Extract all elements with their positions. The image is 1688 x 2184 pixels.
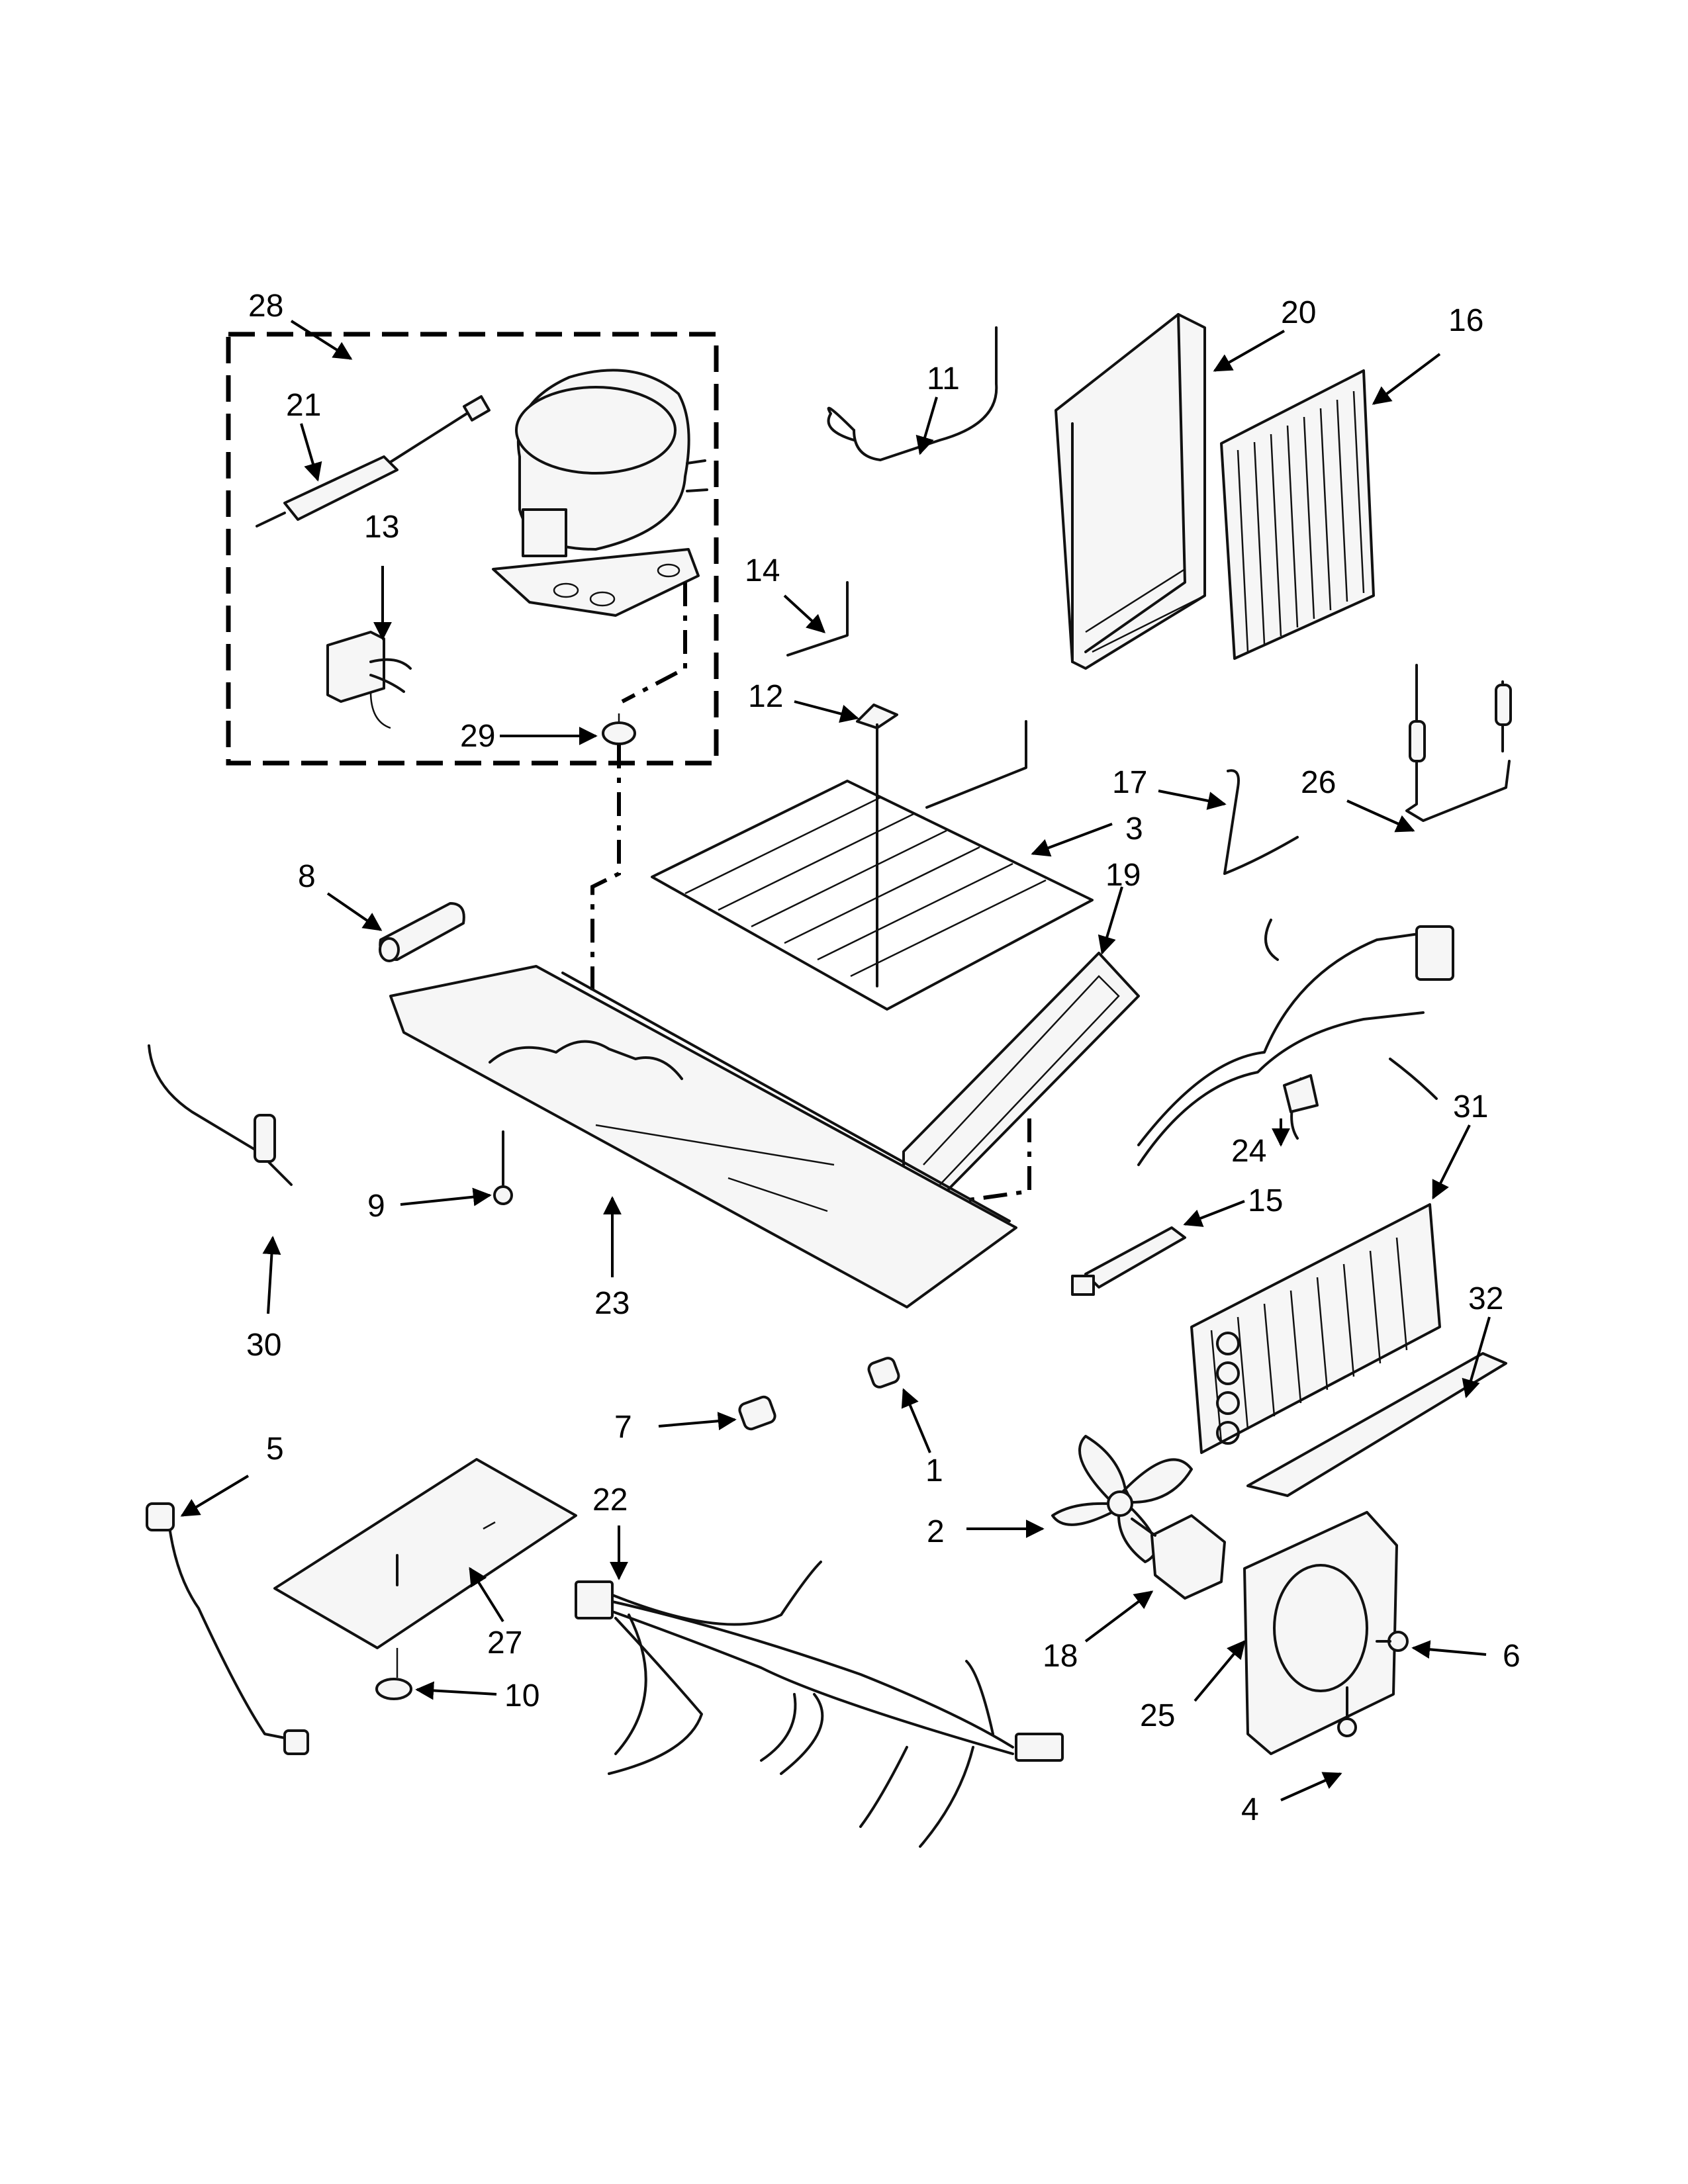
callout-5: 5 bbox=[266, 1432, 284, 1467]
callout-8: 8 bbox=[298, 859, 316, 894]
callout-31: 31 bbox=[1453, 1089, 1488, 1124]
callout-16: 16 bbox=[1448, 303, 1483, 338]
screw-4-part bbox=[1337, 1686, 1357, 1737]
callout-27: 27 bbox=[487, 1625, 522, 1661]
callout-12: 12 bbox=[748, 679, 783, 714]
screw-6-part bbox=[1376, 1631, 1409, 1652]
callout-26: 26 bbox=[1301, 765, 1336, 800]
cable-tie-part bbox=[1071, 1226, 1186, 1296]
callout-2: 2 bbox=[927, 1514, 945, 1549]
bushing-part bbox=[867, 1357, 900, 1388]
callout-10: 10 bbox=[504, 1678, 539, 1713]
power-cord-harness-part bbox=[1137, 919, 1454, 1166]
callout-6: 6 bbox=[1503, 1639, 1521, 1674]
dash-line-compressor bbox=[621, 582, 687, 704]
start-relay-part bbox=[326, 631, 412, 729]
callout-32: 32 bbox=[1468, 1281, 1503, 1316]
callout-21: 21 bbox=[286, 388, 321, 423]
callout-15: 15 bbox=[1248, 1183, 1283, 1218]
thermistor-part bbox=[148, 1044, 293, 1186]
tube-part bbox=[786, 581, 849, 657]
callout-20: 20 bbox=[1281, 295, 1316, 330]
drain-tray-part bbox=[902, 952, 1140, 1199]
tube-fitting-part bbox=[146, 1502, 309, 1755]
callout-18: 18 bbox=[1043, 1639, 1078, 1674]
callout-3: 3 bbox=[1125, 811, 1143, 846]
clip-small-part bbox=[375, 1648, 412, 1700]
callout-14: 14 bbox=[745, 553, 780, 588]
dash-line-base bbox=[590, 745, 621, 1085]
fan-motor-part bbox=[1131, 1514, 1226, 1600]
callout-23: 23 bbox=[594, 1286, 630, 1321]
compressor-part bbox=[492, 369, 708, 617]
callout-4: 4 bbox=[1241, 1792, 1259, 1827]
fan-blade-part bbox=[1051, 1435, 1193, 1563]
leader-arrows bbox=[180, 320, 1491, 1801]
clip-part bbox=[856, 704, 898, 729]
tube-assembly-part bbox=[827, 326, 998, 461]
fan-shroud-part bbox=[1243, 1511, 1398, 1755]
evaporator-part bbox=[1220, 369, 1375, 660]
callout-13: 13 bbox=[364, 510, 399, 545]
callout-29: 29 bbox=[460, 719, 495, 754]
callout-25: 25 bbox=[1140, 1698, 1175, 1733]
grommet-part bbox=[738, 1395, 776, 1431]
defrost-heater-part bbox=[651, 720, 1094, 1011]
callout-11: 11 bbox=[927, 361, 960, 396]
overload-part bbox=[602, 713, 636, 745]
tubing-part bbox=[379, 902, 465, 962]
callout-22: 22 bbox=[592, 1482, 628, 1518]
compressor-kit-box bbox=[226, 332, 719, 766]
connector-tubes-part bbox=[1405, 664, 1512, 822]
callout-30: 30 bbox=[246, 1328, 281, 1363]
filter-drier-part bbox=[256, 395, 491, 527]
bracket-part bbox=[1223, 769, 1299, 875]
wire-harness-part bbox=[575, 1561, 1064, 1848]
callout-17: 17 bbox=[1112, 765, 1147, 800]
callout-24: 24 bbox=[1231, 1134, 1266, 1169]
callout-1: 1 bbox=[925, 1453, 943, 1488]
base-pan-part bbox=[389, 965, 1017, 1308]
screw-part bbox=[493, 1130, 513, 1205]
condenser-shield-part bbox=[1246, 1352, 1507, 1497]
insulation-pad-part bbox=[273, 1458, 577, 1649]
callout-9: 9 bbox=[367, 1189, 385, 1224]
condenser-part bbox=[1190, 1203, 1441, 1454]
callout-19: 19 bbox=[1105, 858, 1141, 893]
callout-7: 7 bbox=[614, 1410, 632, 1445]
callout-28: 28 bbox=[248, 289, 283, 324]
evaporator-cover-part bbox=[1055, 313, 1206, 670]
